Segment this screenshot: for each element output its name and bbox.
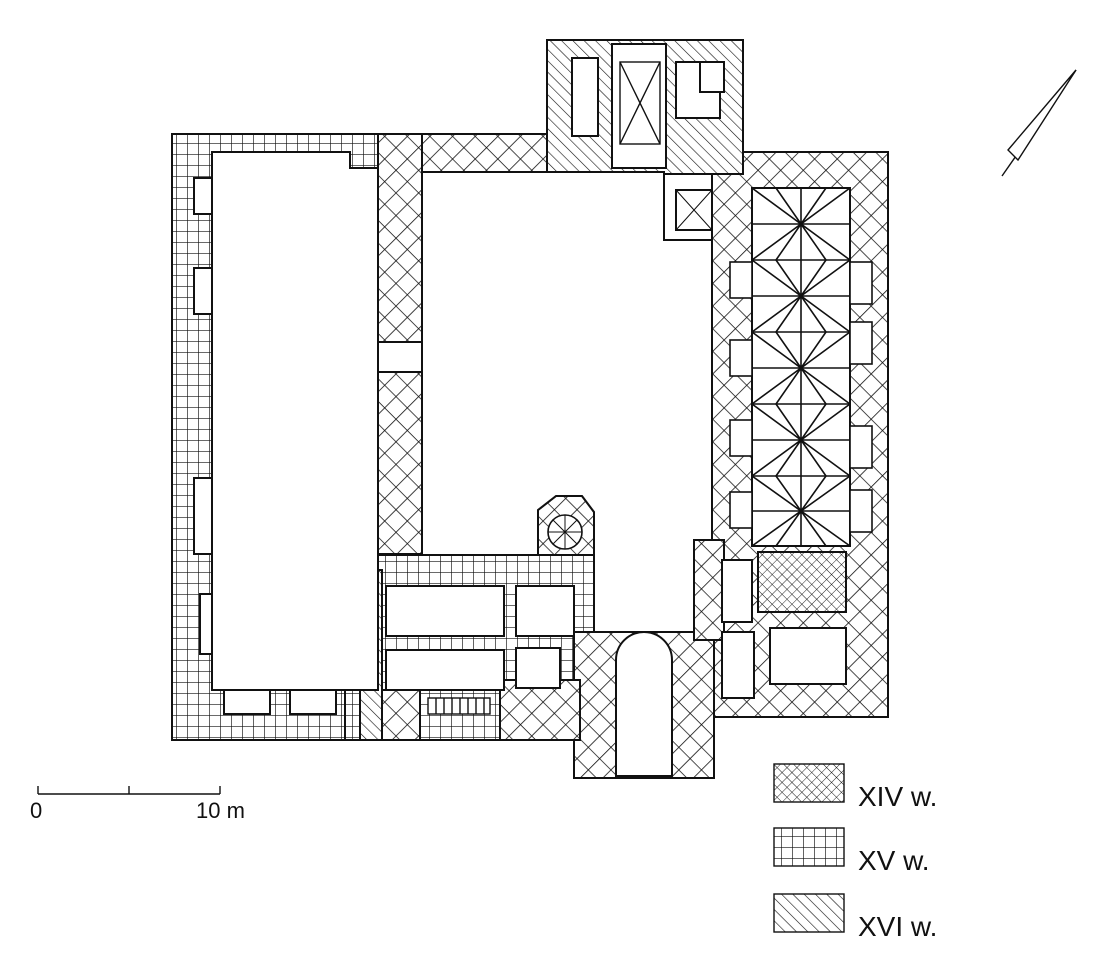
oldest-vault-room [757, 551, 847, 613]
legend-label-xv: XV w. [858, 845, 930, 876]
interior-rooms [193, 43, 847, 777]
scale-start-label: 0 [30, 798, 42, 823]
south-stair [427, 697, 491, 715]
scale-end-label: 10 m [196, 798, 245, 823]
north-arrow-icon [1001, 69, 1077, 177]
legend-label-xiv: XIV w. [858, 781, 937, 812]
legend-label-xvi: XVI w. [858, 911, 937, 942]
gate-opening [619, 61, 661, 145]
scale-bar [37, 786, 221, 795]
gate-cross [619, 61, 661, 145]
stair-room-lines [675, 189, 713, 231]
legend-swatch-xvi [773, 893, 845, 933]
legend: XIV w. XV w. XVI w. [773, 763, 937, 942]
chapel-star-vaults [729, 187, 873, 547]
legend-swatch-xiv [773, 763, 845, 803]
legend-swatch-xv [773, 827, 845, 867]
spiral-staircase-icon [547, 514, 583, 550]
